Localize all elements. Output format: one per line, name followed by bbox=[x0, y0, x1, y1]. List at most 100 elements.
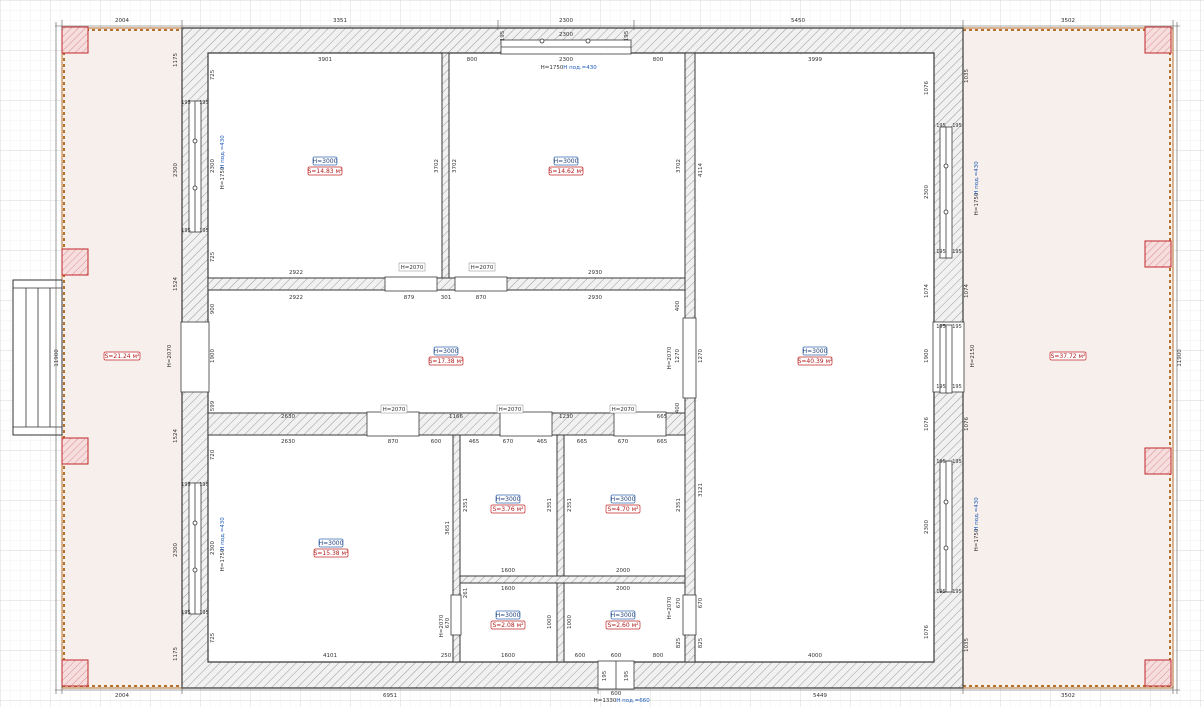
column bbox=[61, 659, 89, 687]
svg-text:195: 195 bbox=[952, 249, 962, 255]
dim-left: 11900 bbox=[54, 349, 60, 367]
dim: 2300 bbox=[559, 32, 573, 38]
dim: 1076 bbox=[924, 625, 930, 639]
dim: 400 bbox=[675, 300, 681, 311]
svg-text:195: 195 bbox=[199, 228, 209, 234]
room-area: S=4.70 м² bbox=[607, 506, 639, 513]
dim: 600 bbox=[611, 653, 622, 659]
dim: 2300 bbox=[210, 159, 216, 173]
dim: 2351 bbox=[547, 498, 553, 512]
window-left-lower-sill: H под.=430 bbox=[220, 517, 226, 551]
svg-text:195: 195 bbox=[952, 589, 962, 595]
dim: 725 bbox=[210, 251, 216, 262]
room-area: S=15.38 м² bbox=[314, 550, 349, 557]
dim: 670 bbox=[503, 439, 514, 445]
room-height: H=3000 bbox=[313, 158, 338, 165]
terrace-area: S=37.72 м² bbox=[1051, 353, 1086, 360]
dim: 3901 bbox=[318, 57, 332, 63]
dim: 2930 bbox=[588, 270, 602, 276]
dim: 725 bbox=[210, 69, 216, 80]
dim: 1600 bbox=[501, 568, 515, 574]
window-left-lower-height: H=1750 bbox=[220, 548, 226, 571]
dim: 670 bbox=[676, 597, 682, 608]
terrace-columns bbox=[61, 26, 1172, 687]
svg-text:195: 195 bbox=[181, 100, 191, 106]
dim: 250 bbox=[441, 653, 452, 659]
door-tag: H=2070 bbox=[398, 262, 426, 272]
jamb: 195 bbox=[624, 30, 630, 41]
svg-text:195: 195 bbox=[936, 324, 946, 330]
column bbox=[1144, 26, 1172, 54]
terrace-labels: S=21.24 м² S=37.72 м² bbox=[103, 351, 1087, 361]
svg-text:195: 195 bbox=[936, 249, 946, 255]
dim: 1166 bbox=[449, 414, 463, 420]
dim: 1524 bbox=[173, 277, 179, 291]
room-height: H=3000 bbox=[496, 612, 521, 619]
interior-walls bbox=[207, 52, 696, 663]
column bbox=[61, 437, 89, 465]
room-area: S=14.62 м² bbox=[549, 168, 584, 175]
svg-text:195: 195 bbox=[952, 123, 962, 129]
dim: 1000 bbox=[547, 615, 553, 629]
dim: 1074 bbox=[924, 284, 930, 298]
window-markers bbox=[192, 38, 949, 573]
window-top-sill: H под.=430 bbox=[563, 65, 597, 71]
dim-right: 11900 bbox=[1177, 349, 1183, 367]
terrace-west-label: S=21.24 м² bbox=[103, 351, 141, 361]
svg-text:195: 195 bbox=[936, 384, 946, 390]
room-floors bbox=[210, 55, 933, 661]
dim: 2351 bbox=[463, 498, 469, 512]
room-height: H=3000 bbox=[611, 612, 636, 619]
dim: 301 bbox=[441, 295, 452, 301]
dim: 2300 bbox=[210, 541, 216, 555]
dim: 2300 bbox=[924, 185, 930, 199]
window-bottom-height: H=1330 bbox=[594, 698, 617, 704]
dim: 1076 bbox=[924, 417, 930, 431]
dim-bottom-4: 3502 bbox=[1061, 693, 1075, 699]
dim: 825 bbox=[698, 637, 704, 648]
dim: 2351 bbox=[676, 498, 682, 512]
dim: 1035 bbox=[964, 638, 970, 652]
dim: 1035 bbox=[964, 69, 970, 83]
svg-text:195: 195 bbox=[936, 123, 946, 129]
svg-text:195: 195 bbox=[181, 610, 191, 616]
dim: 2630 bbox=[281, 414, 295, 420]
room-area: S=3.76 м² bbox=[492, 506, 524, 513]
window-right-upper-height: H=1750 bbox=[974, 192, 980, 215]
dim: 665 bbox=[657, 439, 668, 445]
dim: 1175 bbox=[173, 647, 179, 661]
dim: 2000 bbox=[616, 568, 630, 574]
dim: 1270 bbox=[698, 349, 704, 363]
room-height: H=3000 bbox=[319, 540, 344, 547]
dim: 2000 bbox=[616, 586, 630, 592]
room-height: H=3000 bbox=[554, 158, 579, 165]
dim: 465 bbox=[469, 439, 480, 445]
dim: 720 bbox=[210, 449, 216, 460]
door-tag: H=2070 bbox=[667, 346, 673, 369]
dim: 2930 bbox=[588, 295, 602, 301]
room-height: H=3000 bbox=[611, 496, 636, 503]
window-right-lower-sill: H под.=430 bbox=[974, 497, 980, 531]
door-tag: H=2070 bbox=[380, 404, 408, 414]
dim: 1900 bbox=[210, 349, 216, 363]
window-right-lower-height: H=1750 bbox=[974, 528, 980, 551]
window-labels: H=1750 H под.=430 H=1330 H под.=660 H=17… bbox=[167, 30, 980, 704]
dim: 3651 bbox=[445, 521, 451, 535]
dim: 600 bbox=[611, 691, 622, 697]
column bbox=[1144, 447, 1172, 475]
window-left-upper-sill: H под.=430 bbox=[220, 135, 226, 169]
column bbox=[1144, 659, 1172, 687]
column bbox=[61, 248, 89, 276]
window-bottom-sill: H под.=660 bbox=[616, 698, 650, 704]
svg-text:195: 195 bbox=[199, 610, 209, 616]
room-area: S=2.60 м² bbox=[607, 622, 639, 629]
door-tag: H=2070 bbox=[468, 262, 496, 272]
svg-text:H=2070: H=2070 bbox=[383, 407, 406, 413]
door-left-height: H=2070 bbox=[167, 344, 173, 367]
room-height: H=3000 bbox=[434, 348, 459, 355]
window-left-upper-height: H=1750 bbox=[220, 166, 226, 189]
dim: 1524 bbox=[173, 429, 179, 443]
